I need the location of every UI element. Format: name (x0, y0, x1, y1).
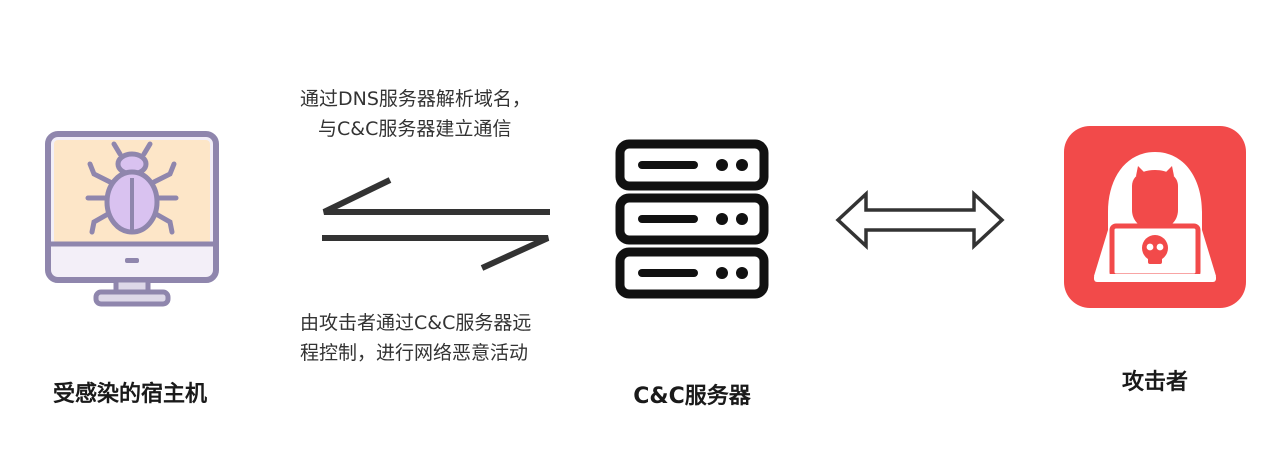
server-rack-icon (615, 139, 769, 299)
edge-bottom-caption-line-1: 由攻击者通过C&C服务器远 (300, 312, 532, 334)
monitor-stand (93, 289, 171, 307)
host-server-connection (318, 176, 554, 272)
skull-icon (1142, 235, 1168, 264)
power-indicator (125, 258, 139, 263)
attacker-label: 攻击者 (1121, 370, 1188, 395)
cc-server-node (612, 138, 772, 300)
infected-host-node (40, 130, 220, 310)
infected-computer-icon (45, 131, 219, 307)
double-headed-arrow-icon (835, 189, 1005, 251)
hacker-icon (1064, 126, 1246, 308)
bug-icon (85, 141, 179, 235)
edge-top-caption-line-2: 与C&C服务器建立通信 (318, 118, 512, 140)
host-label: 受感染的宿主机 (52, 382, 207, 407)
edge-top-caption-line-1: 通过DNS服务器解析域名， (300, 88, 531, 110)
server-label: C&C服务器 (633, 384, 751, 409)
server-attacker-connection (834, 189, 1006, 251)
bidirectional-half-arrows-icon (322, 177, 550, 271)
edge-bottom-caption-line-2: 程控制，进行网络恶意活动 (300, 342, 529, 364)
attacker-node (1064, 126, 1246, 308)
